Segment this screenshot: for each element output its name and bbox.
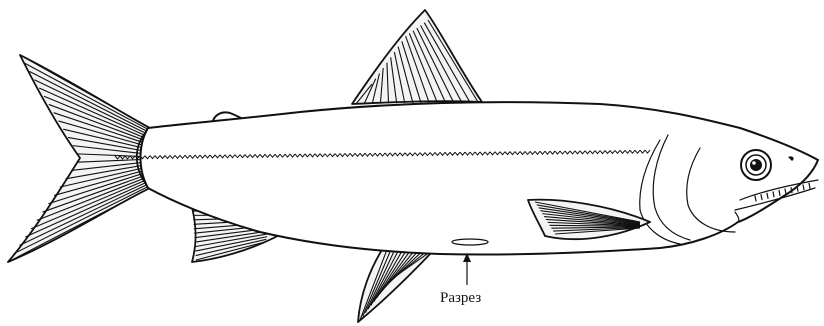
dorsal-fin <box>352 10 482 104</box>
eye <box>741 150 771 180</box>
pelvic-fin <box>358 245 432 322</box>
incision-pointer <box>463 253 471 285</box>
caudal-fin <box>8 55 150 262</box>
incision-label: Разрез <box>440 290 481 306</box>
